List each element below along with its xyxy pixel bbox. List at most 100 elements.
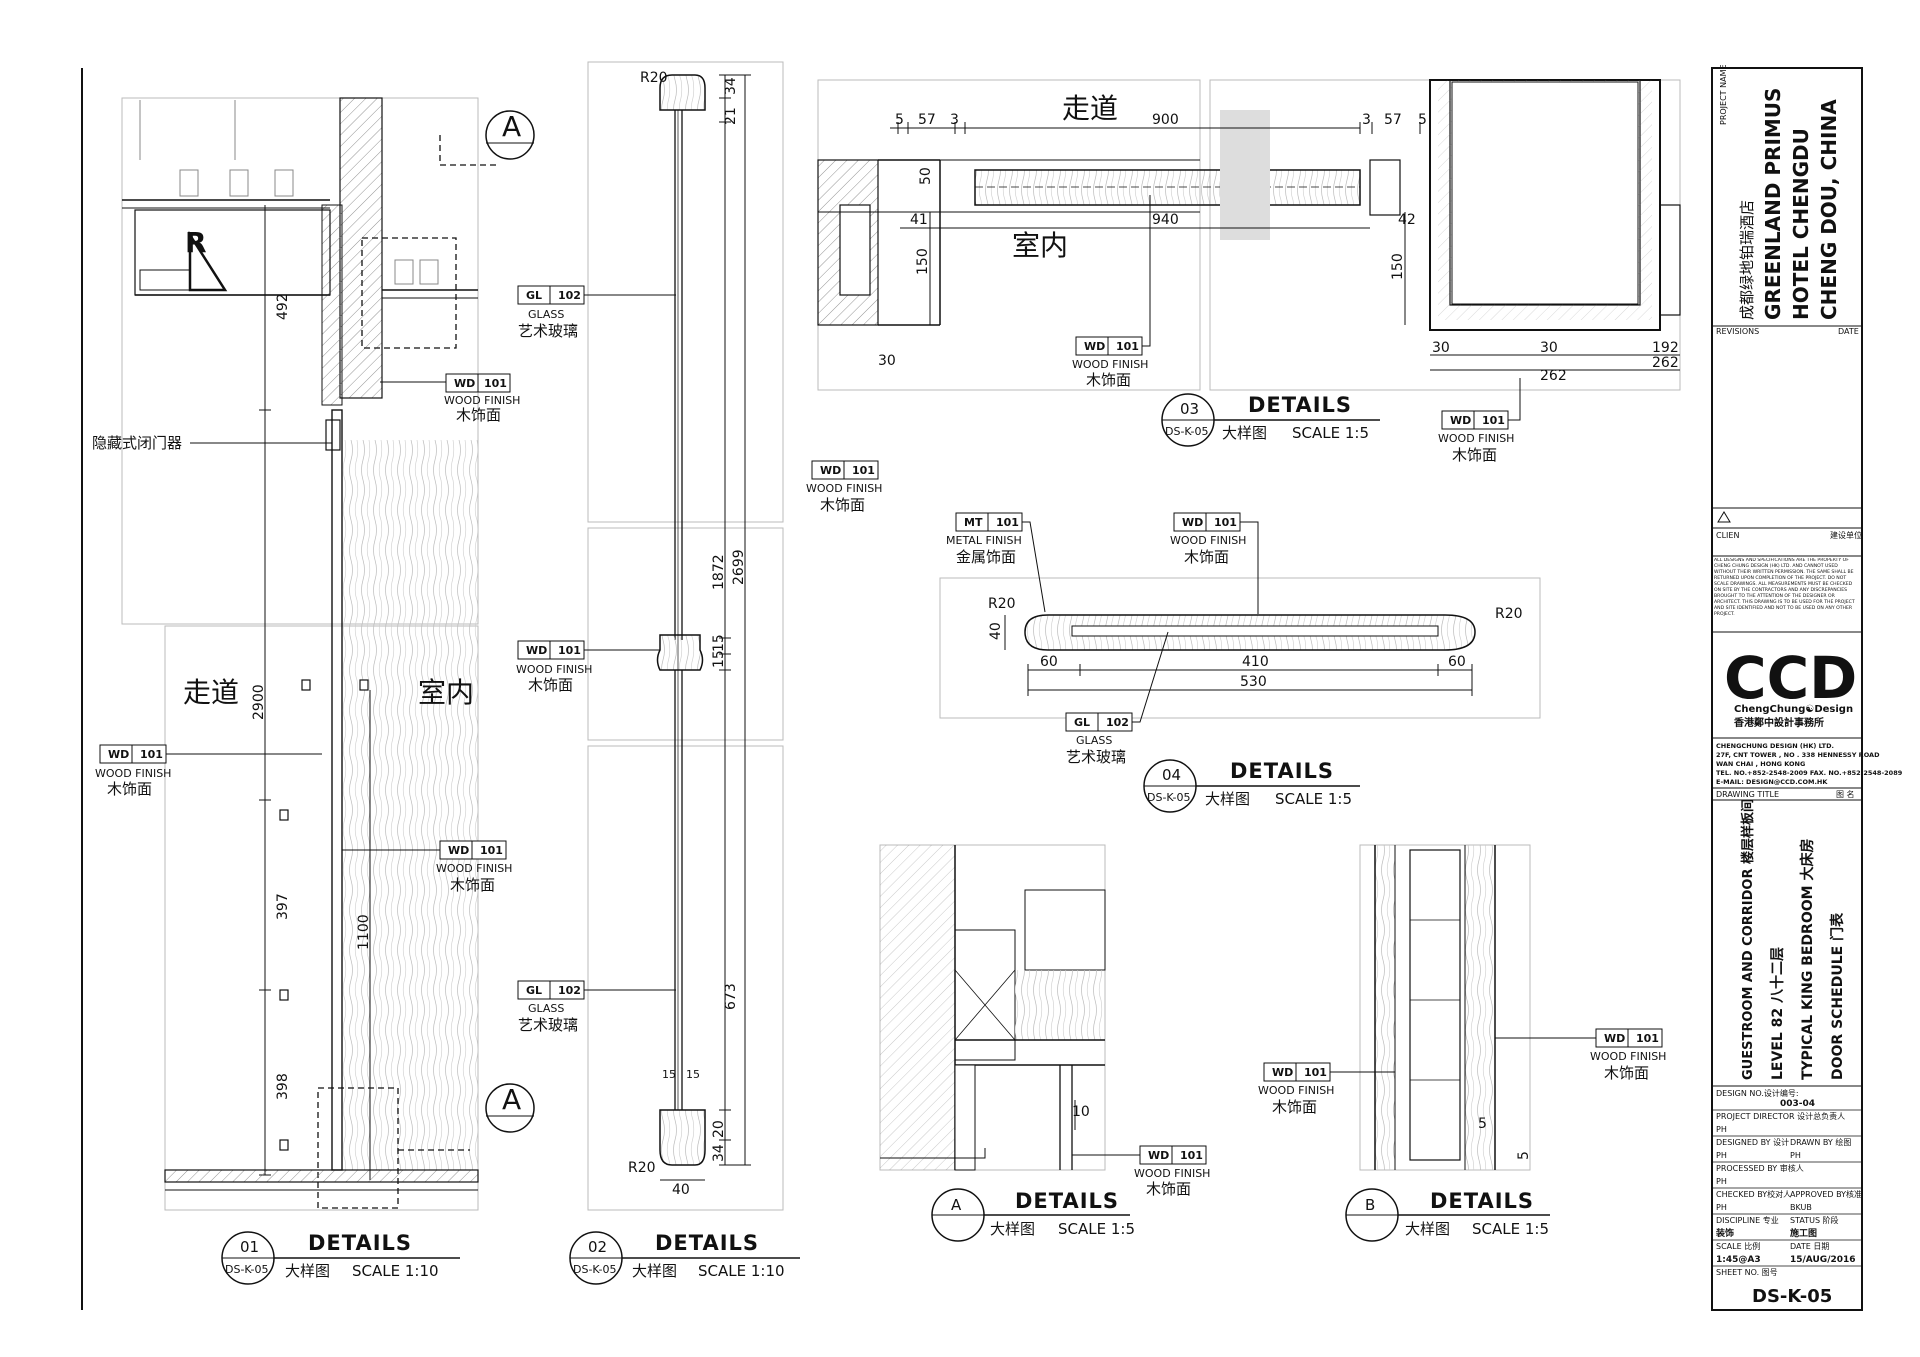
detail-cn: 大样图 [1222, 424, 1267, 442]
tag-wd-db2: WD 101 WOOD FINISH 木饰面 [1495, 1028, 1666, 1082]
dim: 50 [918, 167, 934, 185]
tag-cn: 木饰面 [456, 406, 501, 424]
dim: 40 [672, 1182, 690, 1198]
dim: 15 [711, 650, 727, 668]
revisions-label: REVISIONS [1716, 327, 1759, 336]
tag-en: WOOD FINISH [436, 862, 512, 875]
detail-title: DETAILS [1230, 759, 1334, 783]
tel: TEL. NO.+852-2548-2009 FAX. NO.+852-2548… [1716, 769, 1903, 777]
dim: 41 [910, 212, 928, 228]
tag-code: WD [454, 377, 475, 390]
detail-b-title: B DETAILS 大样图 SCALE 1:5 [1345, 1188, 1550, 1242]
tag-gl-d2b: GL 102 GLASS 艺术玻璃 [517, 980, 676, 1034]
tag-en: WOOD FINISH [1590, 1050, 1666, 1063]
date-row-label: DATE 日期 [1790, 1242, 1829, 1251]
company: CHENGCHUNG DESIGN (HK) LTD. [1716, 742, 1834, 750]
scale-label: SCALE 比例 [1716, 1241, 1760, 1251]
detail-04: R20 R20 40 60 410 60 530 [939, 577, 1541, 719]
dim: 34 [723, 77, 739, 95]
discipline-label: DISCIPLINE 专业 [1716, 1215, 1779, 1225]
dim: 3 [950, 112, 959, 128]
tag-cn: 艺术玻璃 [1066, 748, 1126, 766]
detail-scale: SCALE 1:10 [698, 1262, 785, 1280]
corridor-label-03: 走道 [1062, 92, 1118, 125]
detail-cn: 大样图 [632, 1262, 677, 1280]
drawing-title-label: DRAWING TITLE [1716, 790, 1779, 799]
tag-wd-d3a: WD 101 WOOD FINISH 木饰面 [1072, 195, 1151, 389]
detail-scale: SCALE 1:5 [1472, 1220, 1549, 1238]
tag-num: 101 [1636, 1032, 1659, 1045]
dim: 262 [1540, 368, 1567, 384]
tag-gl-d2a: GL 102 GLASS 艺术玻璃 [517, 285, 676, 340]
tag-wd-db1: WD 101 WOOD FINISH 木饰面 [1258, 1062, 1395, 1116]
ccd-logo: CCD [1724, 644, 1857, 712]
title-line-2: LEVEL 82 八十二层 [1769, 947, 1786, 1080]
dim: R20 [988, 596, 1016, 612]
detail-title: DETAILS [1430, 1189, 1534, 1213]
dim: R20 [640, 70, 668, 86]
dim: R20 [1495, 606, 1523, 622]
detail-num: 01 [240, 1238, 259, 1256]
dim: 57 [1384, 112, 1402, 128]
tag-cn: 木饰面 [820, 496, 865, 514]
tag-num: 101 [1180, 1149, 1203, 1162]
dim: 15 [686, 1068, 700, 1081]
dim: R20 [628, 1160, 656, 1176]
designed: PH [1716, 1151, 1727, 1160]
dim: 940 [1152, 212, 1179, 228]
tag-en: METAL FINISH [946, 534, 1022, 547]
tag-mt-d4: MT 101 METAL FINISH 金属饰面 [946, 512, 1046, 613]
tag-cn: 木饰面 [1184, 548, 1229, 566]
tag-num: 101 [558, 644, 581, 657]
dim: 192 [1652, 340, 1679, 356]
dim: 530 [1240, 674, 1267, 690]
dim-2900: 2900 [251, 684, 267, 720]
tag-wd-d1a: WD 101 WOOD FINISH 木饰面 [380, 373, 520, 424]
tag-cn: 金属饰面 [956, 548, 1016, 566]
tag-code: GL [526, 289, 542, 302]
tag-cn: 木饰面 [1604, 1064, 1649, 1082]
tag-en: WOOD FINISH [444, 394, 520, 407]
design-no: 003-04 [1780, 1099, 1815, 1109]
detail-03-title: 03 DS-K-05 DETAILS 大样图 SCALE 1:5 [1161, 393, 1380, 447]
drawn-label: DRAWN BY 绘图 [1790, 1137, 1851, 1147]
tag-num: 101 [1116, 340, 1139, 353]
title-line-3: TYPICAL KING BEDROOM 大床房 [1799, 839, 1816, 1080]
tag-wd-da: WD 101 WOOD FINISH 木饰面 [1072, 1145, 1210, 1198]
dim-1100: 1100 [356, 914, 372, 950]
dim: 262 [1652, 355, 1679, 371]
tag-cn: 木饰面 [450, 876, 495, 894]
sheet-label: SHEET NO. 图号 [1716, 1268, 1778, 1277]
tag-en: WOOD FINISH [95, 767, 171, 780]
tag-code: WD [1604, 1032, 1625, 1045]
detail-01-title: 01 DS-K-05 DETAILS 大样图 SCALE 1:10 [221, 1231, 460, 1285]
tag-cn: 木饰面 [1272, 1098, 1317, 1116]
tag-code: MT [964, 516, 983, 529]
tag-en: WOOD FINISH [1170, 534, 1246, 547]
detail-scale: SCALE 1:10 [352, 1262, 439, 1280]
dim: 15 [711, 634, 727, 652]
detail-02: R20 34 21 1872 2699 15 15 673 15 15 20 3… [587, 61, 784, 1211]
tag-num: 102 [558, 984, 581, 997]
logo-sub: ChengChung☯Design [1734, 704, 1853, 715]
date-label: DATE [1838, 327, 1859, 336]
tag-code: WD [108, 748, 129, 761]
tag-cn: 艺术玻璃 [518, 1016, 578, 1034]
tag-num: 101 [480, 844, 503, 857]
date-value: 15/AUG/2016 [1790, 1255, 1856, 1265]
detail-scale: SCALE 1:5 [1275, 790, 1352, 808]
discipline: 装饰 [1715, 1227, 1734, 1239]
r-label: R [185, 226, 207, 259]
dim: 5 [895, 112, 904, 128]
tag-code: WD [448, 844, 469, 857]
project-name-label: PROJECT NAME [1719, 64, 1728, 125]
dim: 60 [1040, 654, 1058, 670]
detail-b: 5 5 [1359, 844, 1532, 1171]
title-line-1: GUESTROOM AND CORRIDOR 楼层样板间 [1740, 799, 1756, 1080]
tag-en: WOOD FINISH [1438, 432, 1514, 445]
detail-title: DETAILS [1015, 1189, 1119, 1213]
dim: 20 [711, 1120, 727, 1138]
detail-num: A [951, 1196, 962, 1214]
pd-label: PROJECT DIRECTOR 设计总负责人 [1716, 1111, 1845, 1121]
